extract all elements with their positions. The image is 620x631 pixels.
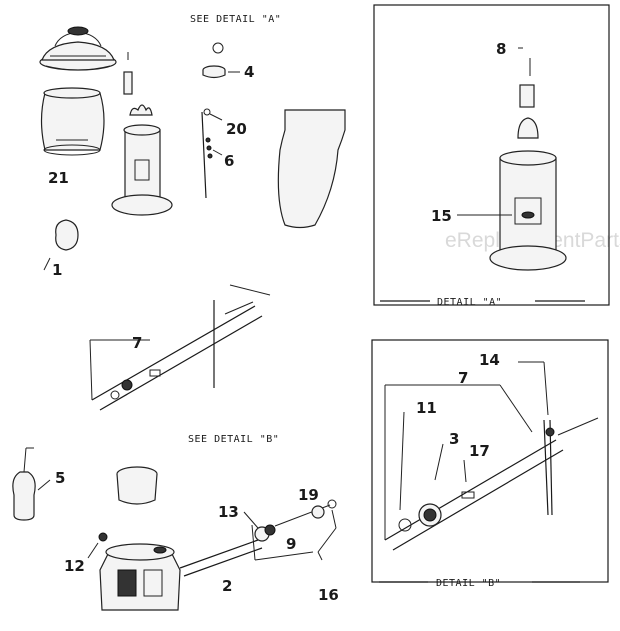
nut-part (202, 42, 240, 79)
part-number-6: 6 (224, 152, 234, 170)
fuel-cap-part (116, 466, 158, 505)
valve-tube-part (179, 499, 337, 577)
part-number-16: 16 (318, 586, 339, 604)
part-number-21: 21 (48, 169, 69, 187)
frame-assembly-part (111, 52, 173, 216)
detail-a-frame-part (457, 47, 567, 271)
oil-bottle-part (12, 447, 51, 521)
detail-b-box (371, 339, 609, 583)
part-number-2: 2 (222, 577, 232, 595)
screw-part (87, 532, 108, 559)
part-number-8: 8 (496, 40, 506, 58)
mantle-part (43, 219, 79, 271)
see-detail-a-caption: SEE DETAIL "A" (190, 14, 281, 25)
globe-part (40, 87, 105, 156)
part-number-20: 20 (226, 120, 247, 138)
part-number-13: 13 (218, 503, 239, 521)
detail-b-caption-group: DETAIL "B" (379, 578, 580, 589)
part-number-3: 3 (449, 430, 459, 448)
part-number-11: 11 (416, 399, 437, 417)
part-number-7-main: 7 (132, 334, 142, 352)
lantern-ventilator-part (39, 26, 117, 71)
part-number-5: 5 (55, 469, 65, 487)
see-detail-b-caption: SEE DETAIL "B" (188, 434, 279, 445)
part-number-12: 12 (64, 557, 85, 575)
detail-a-box (373, 4, 610, 306)
part-number-1: 1 (52, 261, 62, 279)
generator-main-part (89, 284, 271, 411)
part-number-14: 14 (479, 351, 500, 369)
fount-base-part (99, 543, 181, 611)
part-number-19: 19 (298, 486, 319, 504)
wrapper-part (277, 109, 346, 229)
part-number-15: 15 (431, 207, 452, 225)
part-number-17: 17 (469, 442, 490, 460)
part-number-9: 9 (286, 535, 296, 553)
part-number-7-detail: 7 (458, 369, 468, 387)
detail-b-caption: DETAIL "B" (436, 578, 501, 589)
detail-a-caption: DETAIL "A" (437, 297, 502, 308)
part-number-4: 4 (244, 63, 254, 81)
detail-b-generator-part (384, 361, 599, 551)
rod-part (201, 108, 223, 199)
detail-a-caption-group: DETAIL "A" (380, 297, 585, 308)
